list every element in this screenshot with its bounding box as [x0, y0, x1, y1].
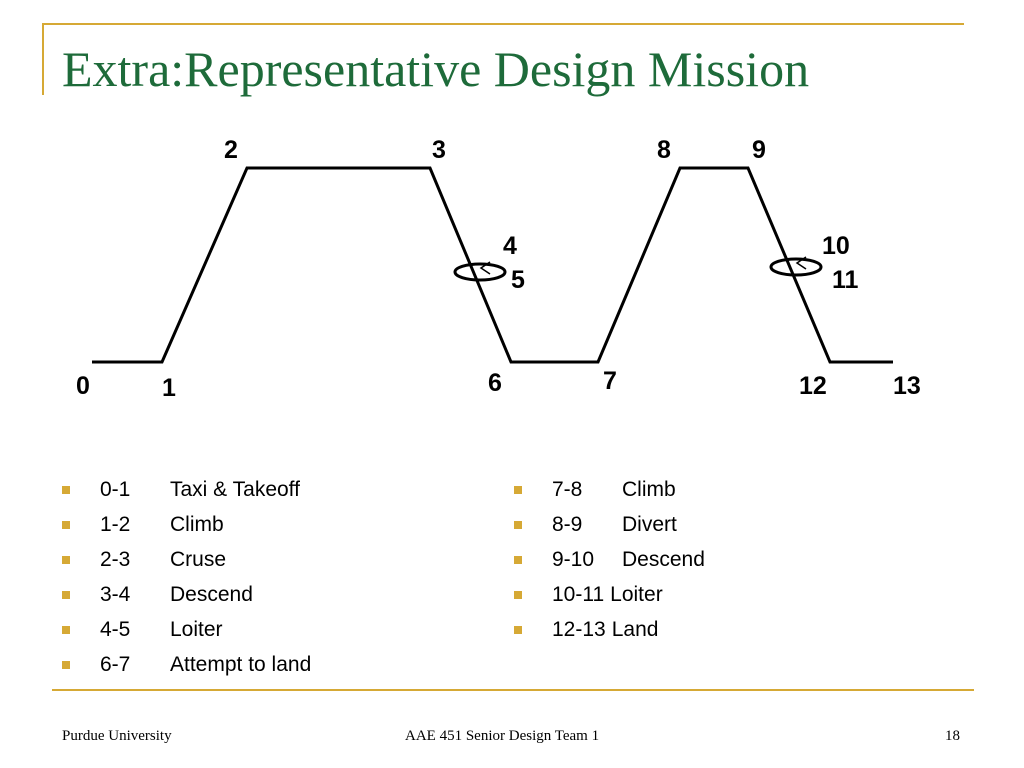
point-label-1: 1 [162, 374, 176, 402]
list-item: 1-2 Climb [62, 511, 311, 546]
loiter-arrow-1 [479, 261, 491, 275]
bullet-icon [62, 486, 70, 494]
segment-label: Descend [622, 548, 705, 571]
bullet-icon [62, 661, 70, 669]
frame-left-rule [42, 23, 44, 95]
slide-title: Extra:Representative Design Mission [62, 41, 810, 97]
footer-rule [52, 689, 974, 691]
list-item: 3-4 Descend [62, 581, 311, 616]
bullet-icon [62, 556, 70, 564]
bullet-icon [62, 591, 70, 599]
segment-label: Climb [622, 478, 676, 501]
point-label-9: 9 [752, 136, 766, 164]
list-item: 7-8 Climb [514, 476, 705, 511]
point-label-5: 5 [511, 266, 525, 294]
segment-label: Climb [170, 513, 224, 536]
frame-top-rule [42, 23, 964, 25]
point-label-2: 2 [224, 136, 238, 164]
segment-code: 1-2 [100, 513, 131, 536]
bullet-icon [514, 486, 522, 494]
segment-label: Cruse [170, 548, 227, 571]
segment-label: Loiter [170, 618, 223, 641]
loiter-arrow-2 [795, 256, 807, 270]
legend-left-list: 0-1 Taxi & Takeoff 1-2 Climb 2-3 Cruse 3-4 D… [62, 476, 311, 686]
footer-left: Purdue University [62, 728, 172, 744]
bullet-icon [514, 556, 522, 564]
segment-code: 12-13 [552, 618, 606, 641]
loiter-circle-2 [769, 257, 823, 277]
bullet-icon [62, 626, 70, 634]
footer-center: AAE 451 Senior Design Team 1 [405, 728, 600, 744]
segment-code: 3-4 [100, 583, 131, 606]
segment-code: 7-8 [552, 478, 583, 501]
list-item: 9-10 Descend [514, 546, 705, 581]
point-label-4: 4 [503, 232, 517, 260]
segment-label: Taxi & Takeoff [170, 478, 300, 501]
bullet-icon [62, 521, 70, 529]
segment-code: 0-1 [100, 478, 131, 501]
point-label-0: 0 [76, 372, 90, 400]
list-item: 6-7 Attempt to land [62, 651, 311, 686]
segment-code: 9-10 [552, 548, 595, 571]
mission-profile-line [92, 166, 893, 364]
point-label-8: 8 [657, 136, 671, 164]
point-label-7: 7 [603, 367, 617, 395]
segment-label: Attempt to land [170, 653, 312, 676]
list-item: 4-5 Loiter [62, 616, 311, 651]
bullet-icon [514, 521, 522, 529]
segment-code: 2-3 [100, 548, 131, 571]
segment-label: Descend [170, 583, 253, 606]
segment-code: 8-9 [552, 513, 583, 536]
list-item: 8-9 Divert [514, 511, 705, 546]
segment-label: Loiter [610, 583, 663, 606]
list-item: 0-1 Taxi & Takeoff [62, 476, 311, 511]
segment-code: 6-7 [100, 653, 131, 676]
mission-profile-diagram: 0 1 2 3 4 5 6 7 8 9 10 11 12 13 [76, 136, 921, 402]
point-label-6: 6 [488, 369, 502, 397]
loiter-circle-1 [453, 262, 507, 282]
segment-code: 4-5 [100, 618, 131, 641]
segment-code: 10-11 [552, 583, 605, 606]
point-label-13: 13 [893, 372, 921, 400]
point-label-3: 3 [432, 136, 446, 164]
bullet-icon [514, 591, 522, 599]
point-label-11: 11 [832, 266, 859, 294]
segment-label: Land [611, 618, 659, 641]
segment-label: Divert [622, 513, 677, 536]
point-label-12: 12 [799, 372, 827, 400]
bullet-icon [514, 626, 522, 634]
point-label-10: 10 [822, 232, 850, 260]
list-item: 2-3 Cruse [62, 546, 311, 581]
page-number: 18 [945, 728, 960, 744]
